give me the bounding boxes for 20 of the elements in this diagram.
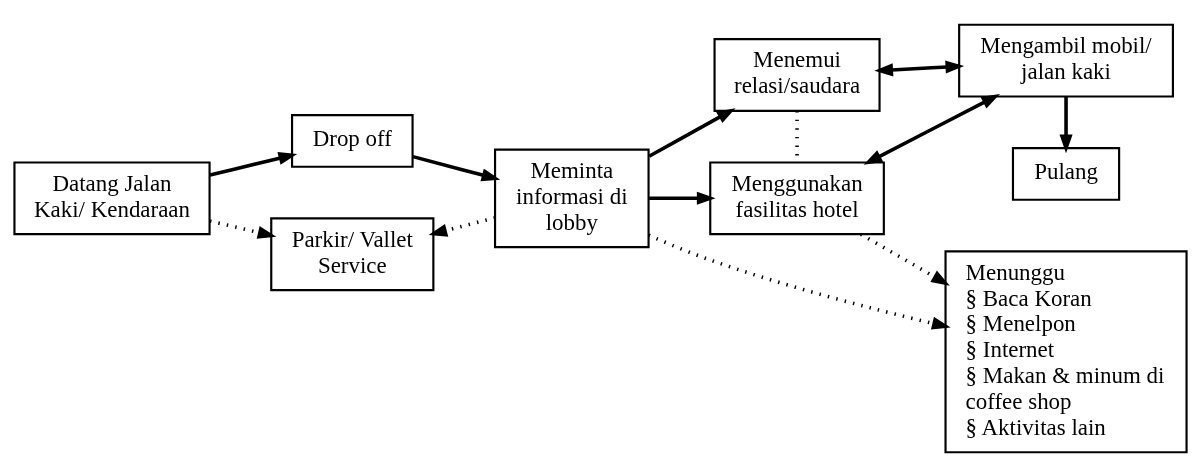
node-box: Mengambil mobil/ jalan kaki [958, 23, 1174, 98]
node-box: Datang Jalan Kaki/ Kendaraan [13, 160, 211, 235]
arrow [428, 215, 496, 237]
node-box: Menemui relasi/saudara [713, 37, 881, 112]
arrow [412, 154, 501, 181]
arrow [649, 191, 716, 205]
node-box: Pulang [1011, 146, 1121, 201]
arrow [874, 59, 965, 76]
node-box: Meminta informasi di lobby [493, 147, 650, 248]
node-box: Drop off [290, 113, 414, 168]
arrow [648, 232, 951, 330]
node-box: Parkir/ Vallet Service [270, 216, 435, 291]
arrow [209, 218, 277, 239]
arrow [1059, 96, 1073, 153]
node-box: Menggunakan fasilitas hotel [709, 160, 885, 235]
arrow [859, 232, 950, 286]
arrow [209, 151, 298, 177]
arrow [863, 93, 1000, 165]
arrow [648, 107, 736, 158]
node-box: Menunggu § Baca Koran § Menelpon § Internet § Makan & minum di coffee shop § Aktivitas lain [944, 249, 1188, 453]
